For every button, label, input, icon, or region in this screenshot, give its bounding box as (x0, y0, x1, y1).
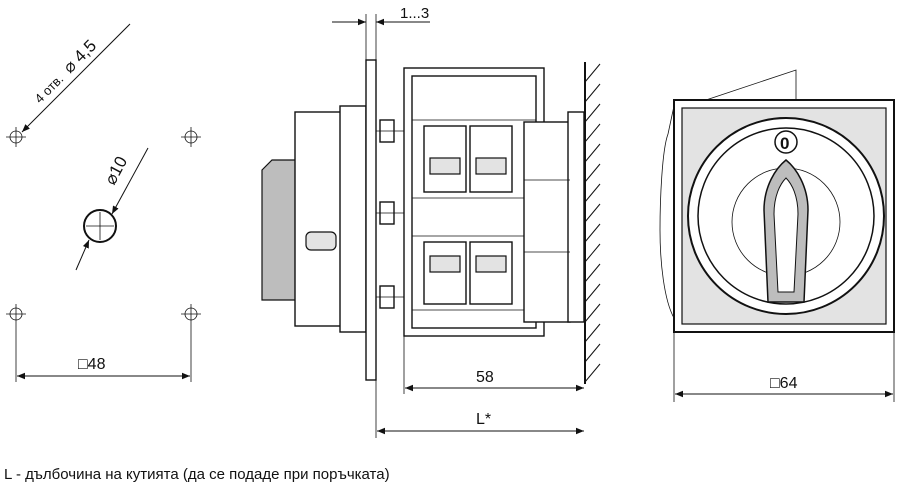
terminal-block-bottom-left (423, 241, 467, 305)
terminal-block-top-right (469, 125, 513, 193)
panel-thickness-label: 1...3 (400, 5, 429, 22)
switch-side-view: 1...3 58 L* (261, 5, 601, 438)
mounting-hole-bottom-right (181, 304, 201, 324)
rear-module-cap (567, 111, 585, 323)
rear-flange-top (705, 69, 797, 101)
position-zero-label: 0 (780, 134, 789, 153)
center-diameter-label: ⌀10 (101, 153, 131, 188)
depth-58-label: 58 (476, 369, 494, 386)
panel-cutout-view: 4 отв. ⌀ 4,5 ⌀10 □48 (6, 23, 201, 382)
knob-front-view: 0 □64 (659, 69, 895, 402)
square-48-label: □48 (78, 356, 106, 373)
front-plate-outer (673, 99, 895, 333)
holes-leader-line (21, 23, 131, 133)
rear-flange-outline (659, 105, 675, 320)
knob-collar-side (339, 105, 367, 333)
square-64-label: □64 (770, 375, 798, 392)
mounting-hole-bottom-left (6, 304, 26, 324)
total-depth-label: L* (476, 411, 491, 428)
footnote: L - дълбочина на кутията (да се подаде п… (4, 466, 390, 483)
center-leader-upper (111, 147, 149, 215)
knob-side-profile (261, 159, 301, 301)
mounting-hole-top-left (6, 127, 26, 147)
holes-diameter-label: ⌀ 4,5 (59, 36, 100, 77)
position-zero-marker (774, 130, 798, 154)
knob-base-side (294, 111, 346, 327)
center-hole (83, 209, 117, 243)
rear-module (523, 121, 571, 323)
mounting-hole-top-right (181, 127, 201, 147)
holes-label: 4 отв. (32, 71, 67, 106)
terminal-block-top-left (423, 125, 467, 193)
rotary-handle-inner (773, 177, 799, 293)
knob-stop-pin (305, 231, 337, 251)
wall-hatching (584, 63, 601, 383)
center-leader-lower (75, 239, 90, 271)
front-panel (365, 59, 377, 381)
terminal-block-bottom-right (469, 241, 513, 305)
